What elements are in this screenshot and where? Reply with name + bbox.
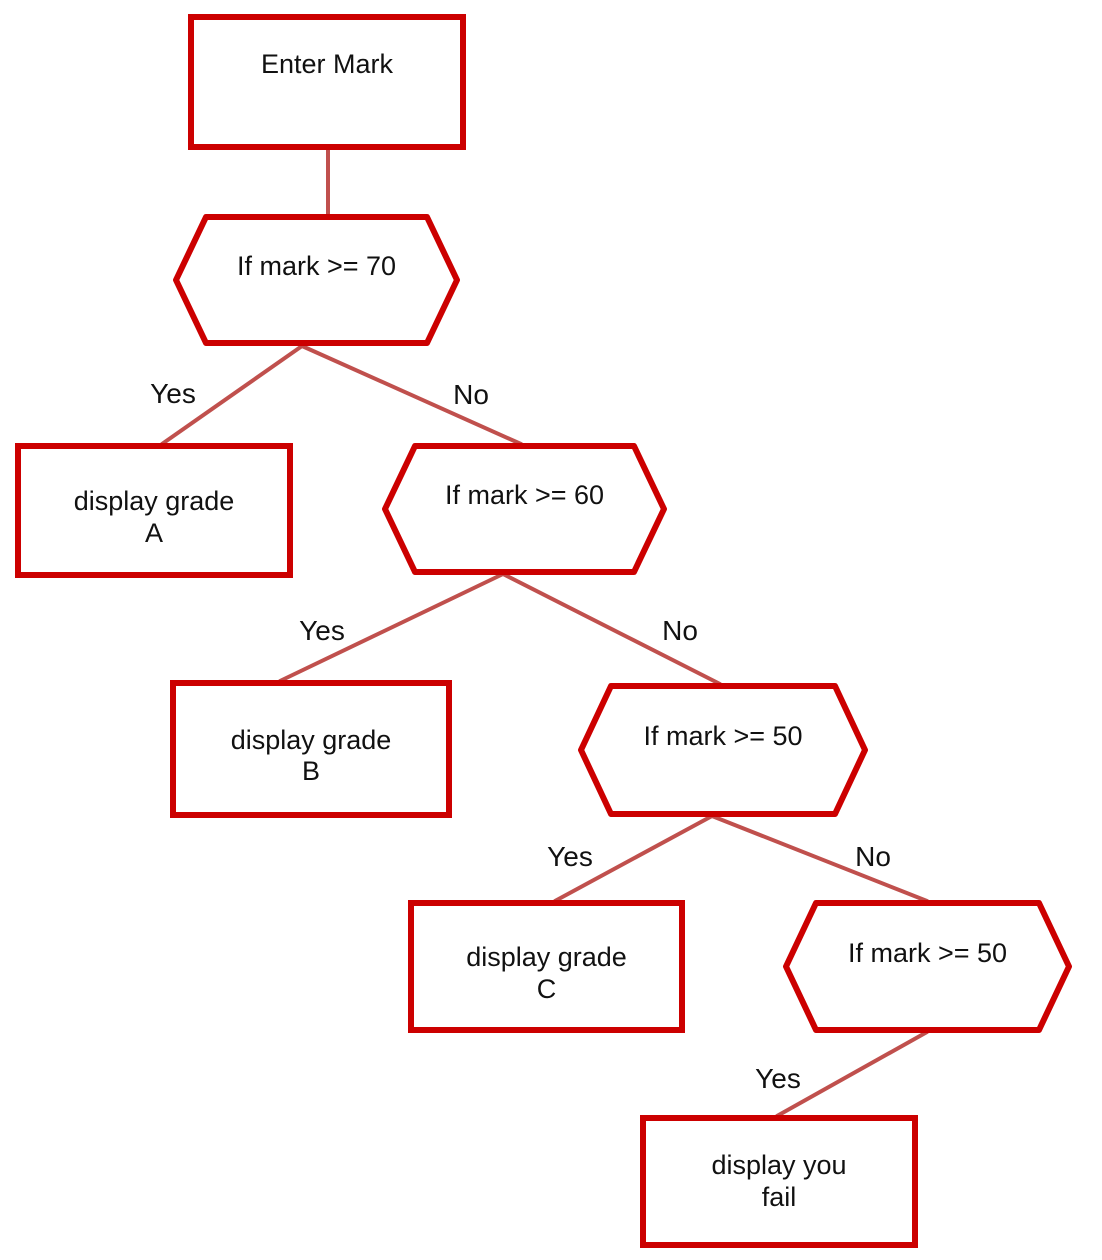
edge-label-yes-3: Yes xyxy=(547,841,593,872)
edge-label-no-3: No xyxy=(855,841,891,872)
node-label: If mark >= 60 xyxy=(444,480,605,511)
node-label: If mark >= 70 xyxy=(236,251,397,282)
edge-label-yes-2: Yes xyxy=(299,615,345,646)
hexagon-shape-icon xyxy=(578,683,868,817)
process-node-grade-c: display grade C xyxy=(408,900,685,1033)
decision-node-mark-70: If mark >= 70 xyxy=(173,214,460,346)
node-label: display grade C xyxy=(466,942,627,1004)
decision-node-mark-60: If mark >= 60 xyxy=(382,443,667,575)
node-label: display grade A xyxy=(73,486,235,548)
node-label: display grade B xyxy=(230,724,392,786)
node-label: Enter Mark xyxy=(260,49,394,80)
process-node-fail: display you fail xyxy=(640,1115,918,1248)
node-label: If mark >= 50 xyxy=(643,721,803,752)
hexagon-shape-icon xyxy=(382,443,667,575)
node-label: display you fail xyxy=(711,1150,847,1212)
edge-label-no-2: No xyxy=(662,615,698,646)
process-node-grade-a: display grade A xyxy=(15,443,293,578)
edge-label-no-1: No xyxy=(453,379,489,410)
process-node-grade-b: display grade B xyxy=(170,680,452,818)
edge-label-yes-4: Yes xyxy=(755,1063,801,1094)
decision-node-mark-50-2: If mark >= 50 xyxy=(783,900,1072,1033)
hexagon-shape-icon xyxy=(173,214,460,346)
edge-50-no xyxy=(710,814,929,903)
node-label: If mark >= 50 xyxy=(847,937,1008,968)
decision-node-mark-50: If mark >= 50 xyxy=(578,683,868,817)
process-node-enter-mark: Enter Mark xyxy=(188,14,466,150)
hexagon-shape-icon xyxy=(783,900,1072,1033)
edge-label-yes-1: Yes xyxy=(150,378,196,409)
